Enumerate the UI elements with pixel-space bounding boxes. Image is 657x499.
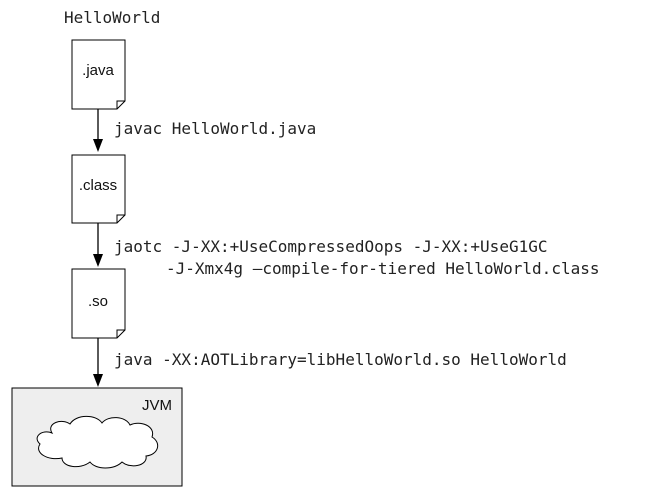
jaotc-arrow [93, 223, 103, 267]
so-file-label: .so [88, 293, 108, 310]
class-document-fold [116, 214, 125, 223]
so-document-fold [116, 329, 125, 338]
so-file-node: .so [71, 268, 126, 339]
class-file-label: .class [79, 177, 117, 194]
java-run-arrowhead [93, 374, 103, 387]
java-document-icon [71, 39, 126, 110]
java-file-node: .java [71, 39, 126, 110]
jvm-node: JVM [11, 387, 183, 487]
jaotc-command-line-2: -J-Xmx4g —compile-for-tiered HelloWorld.… [166, 259, 599, 278]
javac-command: javac HelloWorld.java [114, 119, 316, 138]
javac-arrow [93, 109, 103, 152]
jvm-label: JVM [142, 397, 172, 414]
javac-arrowhead [93, 139, 103, 152]
jaotc-command-line-1: jaotc -J-XX:+UseCompressedOops -J-XX:+Us… [114, 237, 547, 256]
class-file-node: .class [71, 154, 126, 224]
cloud-icon [36, 415, 159, 469]
so-document-icon [71, 268, 126, 339]
java-run-arrow [93, 338, 103, 387]
class-document-icon [71, 154, 126, 224]
java-file-label: .java [82, 62, 114, 79]
java-run-command: java -XX:AOTLibrary=libHelloWorld.so Hel… [114, 350, 567, 369]
jaotc-arrowhead [93, 254, 103, 267]
diagram-title: HelloWorld [64, 8, 160, 27]
java-document-fold [116, 100, 125, 109]
